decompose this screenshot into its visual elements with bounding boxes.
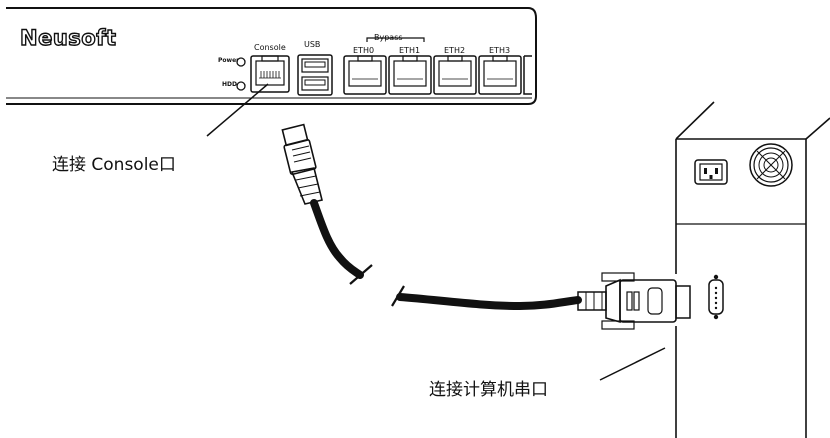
console-callout-leader (206, 83, 269, 137)
console-port (250, 55, 290, 93)
eth-port-label: ETH3 (489, 46, 511, 55)
eth-port-label: ETH0 (353, 46, 375, 55)
hdd-led-label: HDD (222, 81, 237, 88)
eth-port-2 (433, 55, 477, 95)
eth-port-1 (388, 55, 432, 95)
computer-callout-leader (599, 347, 666, 381)
eth-port-3 (478, 55, 522, 95)
bypass-label: Bypass (374, 33, 403, 42)
eth-port-label: ETH2 (444, 46, 466, 55)
eth-port-partial (523, 55, 532, 95)
usb-ports (297, 54, 333, 96)
device-front-panel (6, 7, 537, 105)
usb-port-label: USB (304, 40, 321, 49)
computer-tower (675, 101, 830, 438)
cable-segment-lower (396, 293, 582, 311)
console-port-label: Console (254, 43, 286, 52)
computer-serial-port-icon (708, 274, 724, 320)
eth-port-0 (343, 55, 387, 95)
eth-port-label: ETH1 (399, 46, 421, 55)
computer-callout-label: 连接计算机串口 (429, 380, 548, 400)
brand-logo-text: Neusoft (19, 25, 117, 50)
db9-connector (577, 272, 691, 330)
power-led-label: Power (218, 57, 240, 64)
cable-segment-upper (310, 199, 364, 279)
power-socket-icon (694, 159, 728, 185)
power-led-icon (236, 57, 246, 67)
console-callout-label: 连接 Console口 (52, 155, 176, 175)
hdd-led-icon (236, 81, 246, 91)
fan-icon (749, 143, 793, 187)
cable-break-mark-1 (349, 264, 373, 285)
rj45-connector (281, 123, 323, 205)
bypass-bracket (366, 37, 425, 42)
